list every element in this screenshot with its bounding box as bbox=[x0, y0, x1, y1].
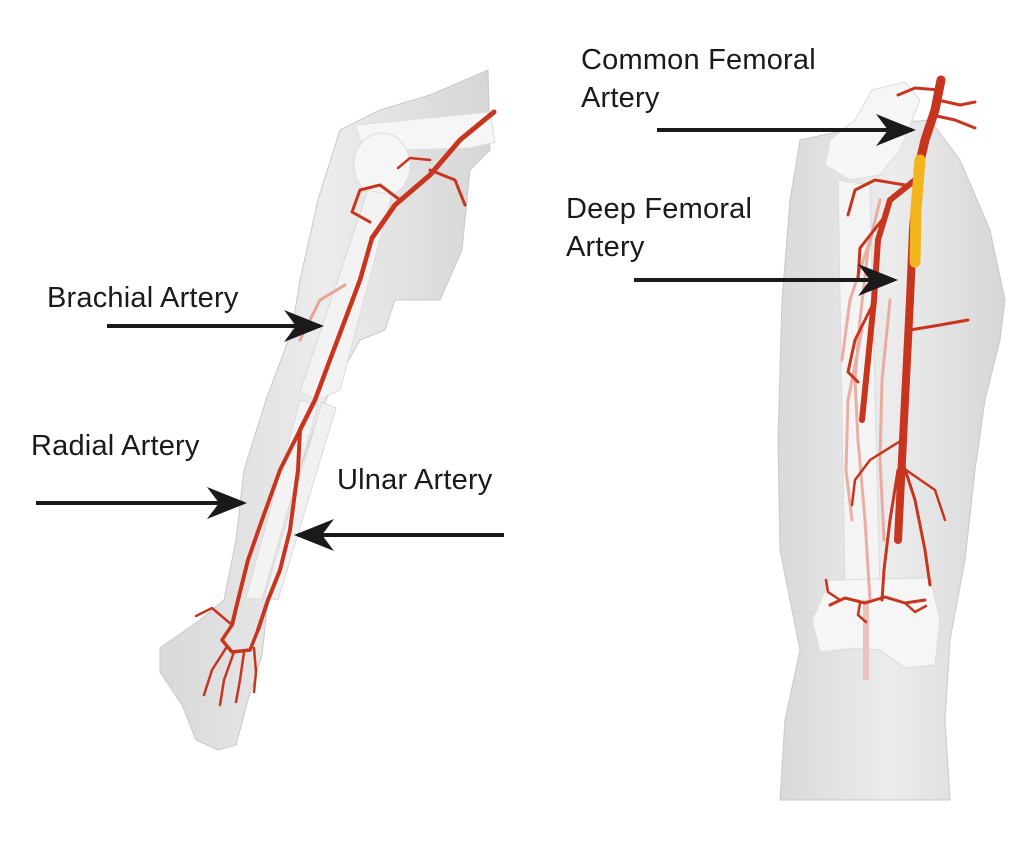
descending-branch-2 bbox=[880, 468, 900, 602]
palmar-arch bbox=[220, 623, 260, 654]
common-femoral-label-line-1: Common Femoral bbox=[581, 44, 816, 76]
common-femoral-artery-label: Common Femoral Artery bbox=[581, 41, 816, 117]
subclavian-axillary-artery bbox=[369, 109, 497, 241]
common-femoral-label-line-2: Artery bbox=[581, 82, 660, 114]
genicular-branch-3 bbox=[856, 601, 868, 624]
iliac-branch-2 bbox=[930, 113, 977, 130]
iliac-branch-1 bbox=[936, 98, 977, 107]
brachial-artery bbox=[297, 235, 375, 433]
descending-branch-4 bbox=[904, 468, 947, 522]
deep-femoral-label-line-1: Deep Femoral bbox=[566, 193, 753, 225]
deep-femoral-artery-label: Deep Femoral Artery bbox=[566, 190, 752, 266]
shoulder-branch-1 bbox=[428, 168, 467, 207]
descending-branch-3 bbox=[850, 438, 904, 507]
radial-artery bbox=[230, 428, 302, 627]
shoulder-branch-3 bbox=[396, 156, 432, 170]
ulnar-artery-label: Ulnar Artery bbox=[337, 464, 493, 496]
ulnar-artery bbox=[256, 428, 302, 632]
digital-artery-3 bbox=[234, 650, 246, 704]
shoulder-branch-2 bbox=[350, 183, 402, 224]
arm-arteries bbox=[194, 109, 497, 707]
lateral-branch bbox=[908, 318, 970, 332]
digital-artery-4 bbox=[252, 646, 258, 694]
graft-segment bbox=[909, 154, 926, 268]
radial-artery-label: Radial Artery bbox=[31, 430, 200, 462]
arm-illustration bbox=[36, 69, 504, 751]
genicular-branch-1 bbox=[824, 578, 842, 602]
leg-illustration bbox=[634, 75, 1006, 801]
deep-femoral-label-line-2: Artery bbox=[566, 231, 645, 263]
femoral-condyles bbox=[811, 577, 941, 669]
brachial-artery-label: Brachial Artery bbox=[47, 282, 239, 314]
perforating-branch-2 bbox=[846, 298, 877, 384]
descending-branch-1 bbox=[900, 458, 932, 587]
digital-artery-2 bbox=[218, 650, 236, 707]
digital-artery-1 bbox=[202, 646, 228, 697]
leg-deep-vessels bbox=[840, 198, 892, 602]
thumb-artery bbox=[194, 606, 234, 627]
genicular-branch-2 bbox=[903, 601, 928, 614]
iliac-branch-3 bbox=[896, 86, 942, 97]
ulna-bone bbox=[263, 401, 337, 601]
genicular-network bbox=[828, 595, 927, 607]
circumflex-branch bbox=[846, 178, 907, 217]
thigh-silhouette bbox=[777, 119, 1006, 801]
